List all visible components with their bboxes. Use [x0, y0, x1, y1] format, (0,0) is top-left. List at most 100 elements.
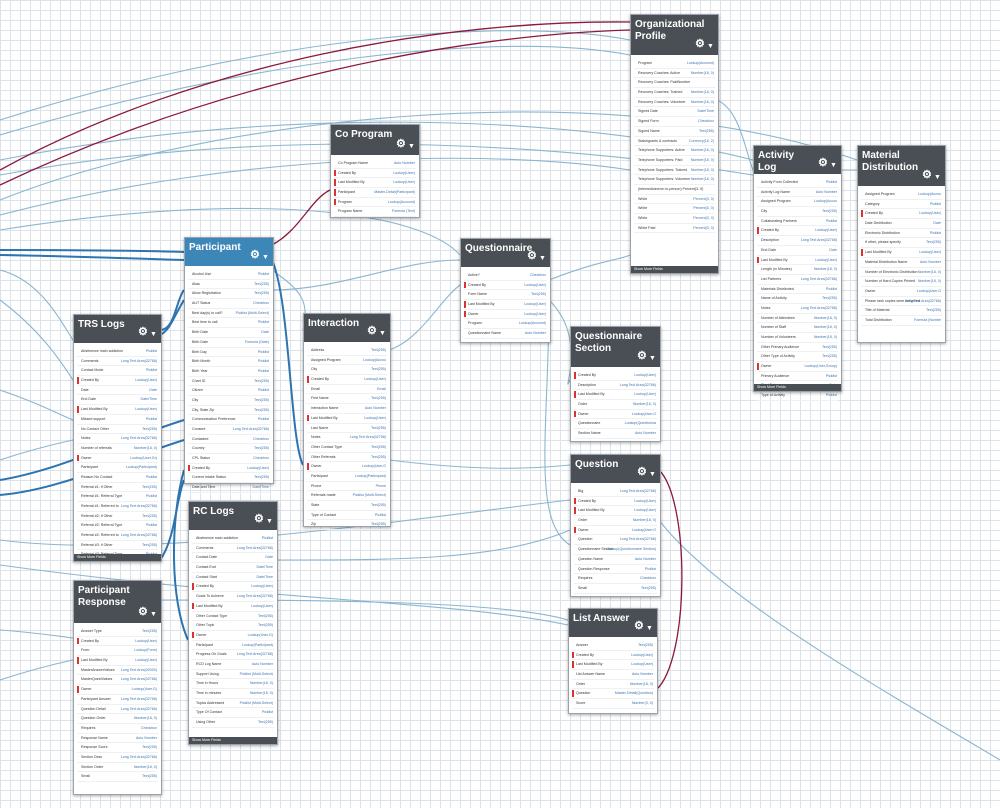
- show-more-fields-link[interactable]: Show More Fields: [189, 737, 277, 744]
- show-more-fields-link[interactable]: Show More Fields: [754, 384, 841, 391]
- show-more-fields-link[interactable]: Show More Fields: [74, 554, 161, 561]
- field-row[interactable]: Active?Checkbox: [464, 271, 547, 281]
- field-row[interactable]: Recovery Coaches: PaidNumber: [634, 78, 715, 89]
- object-header[interactable]: Question⚙▼: [571, 455, 660, 483]
- object-header[interactable]: Organizational Profile⚙▼: [631, 15, 718, 55]
- gear-icon[interactable]: ⚙▼: [818, 157, 838, 171]
- gear-icon[interactable]: ⚙▼: [138, 606, 158, 620]
- gear-icon[interactable]: ⚙▼: [250, 249, 270, 263]
- gear-icon[interactable]: ⚙▼: [254, 513, 274, 527]
- object-header[interactable]: Participant Response⚙▼: [74, 581, 161, 623]
- object-header[interactable]: Interaction⚙▼: [304, 314, 390, 342]
